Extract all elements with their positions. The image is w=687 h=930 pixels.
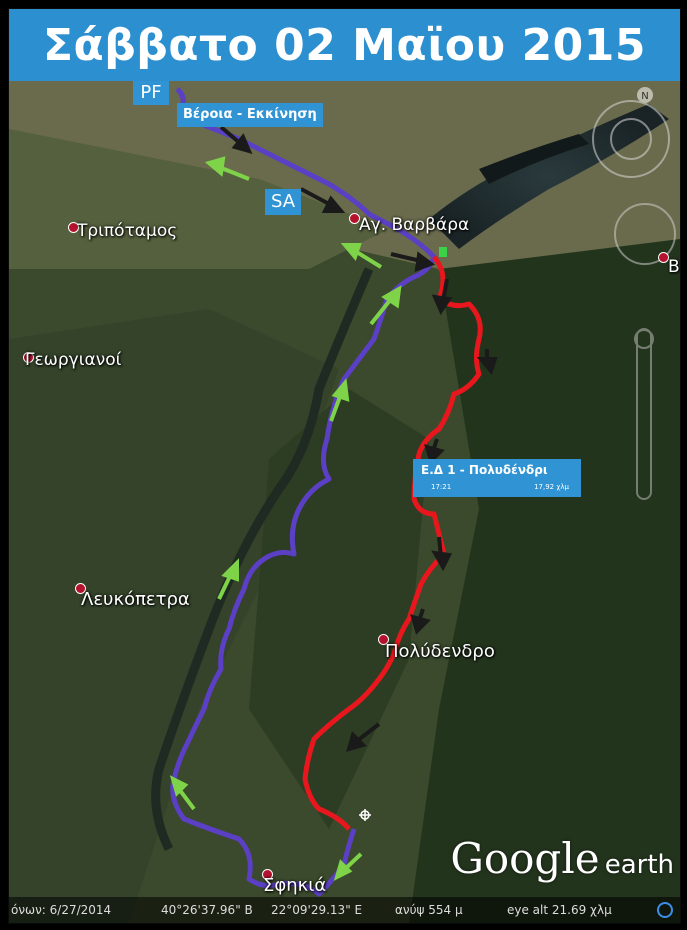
logo-earth: earth [604,850,674,880]
title-bar: Σάββατο 02 Μαϊου 2015 [9,9,680,81]
place-pin [75,583,86,594]
logo-google: Google [450,834,600,883]
farmland [9,129,389,269]
mountain-west [9,309,339,923]
valley-ridge [249,389,429,829]
place-agvarvara: Αγ. Βαρβάρα [359,215,470,235]
direction-arrows-dark [219,125,498,752]
place-pin [658,252,669,263]
streaming-indicator-icon [657,902,673,918]
page-title: Σάββατο 02 Μαϊου 2015 [42,19,647,71]
zoom-slider[interactable] [634,328,654,500]
map-frame: Σάββατο 02 Μαϊου 2015 N [8,8,681,924]
place-pin [378,634,389,645]
latitude: 40°26'37.96" Β [161,903,253,917]
place-pin [68,222,79,233]
crosshair-icon [359,809,371,821]
status-bar: όνων: 6/27/2014 40°26'37.96" Β 22°09'29.… [9,897,680,923]
place-polydendro: Πολύδενδρο [385,641,495,662]
place-pin [262,869,273,880]
place-edge-b: Β [668,257,680,277]
checkpoint-title: Ε.Δ 1 - Πολυδένδρι [421,463,548,477]
place-georgianoi: Γεωργιανοί [25,350,122,370]
lake [429,104,669,249]
plains-area [9,81,680,269]
river [151,267,374,852]
compass-control[interactable]: N [592,87,670,178]
svg-text:N: N [641,91,648,102]
checkpoint-box: Ε.Δ 1 - Πολυδένδρι 17:21 17,92 χλμ [413,459,581,497]
start-marker [439,247,447,257]
google-earth-logo: Google earth [450,834,674,883]
lake-channel [479,134,589,184]
route-red [302,255,483,831]
place-pin [23,352,34,363]
label-start: Βέροια - Εκκίνηση [177,103,323,127]
imagery-date: όνων: 6/27/2014 [11,903,112,917]
checkpoint-time: 17:21 [431,483,452,491]
satellite-map[interactable]: N [9,81,680,923]
eye-altitude: eye alt 21.69 χλμ [507,903,612,917]
direction-arrows-green [169,156,402,881]
checkpoint-distance: 17,92 χλμ [534,483,569,491]
label-pf: PF [133,81,169,105]
place-tripotamos: Τριπόταμος [77,221,178,241]
route-purple [170,87,437,897]
mountain-east [409,239,680,923]
place-sfikia: Σφηκιά [263,875,327,896]
label-sa: SA [265,189,301,215]
place-pin [349,213,360,224]
elevation: ανύψ 554 μ [395,903,463,917]
pan-control[interactable] [614,203,676,265]
place-lefkopetra: Λευκόπετρα [81,589,190,610]
longitude: 22°09'29.13" Ε [271,903,363,917]
